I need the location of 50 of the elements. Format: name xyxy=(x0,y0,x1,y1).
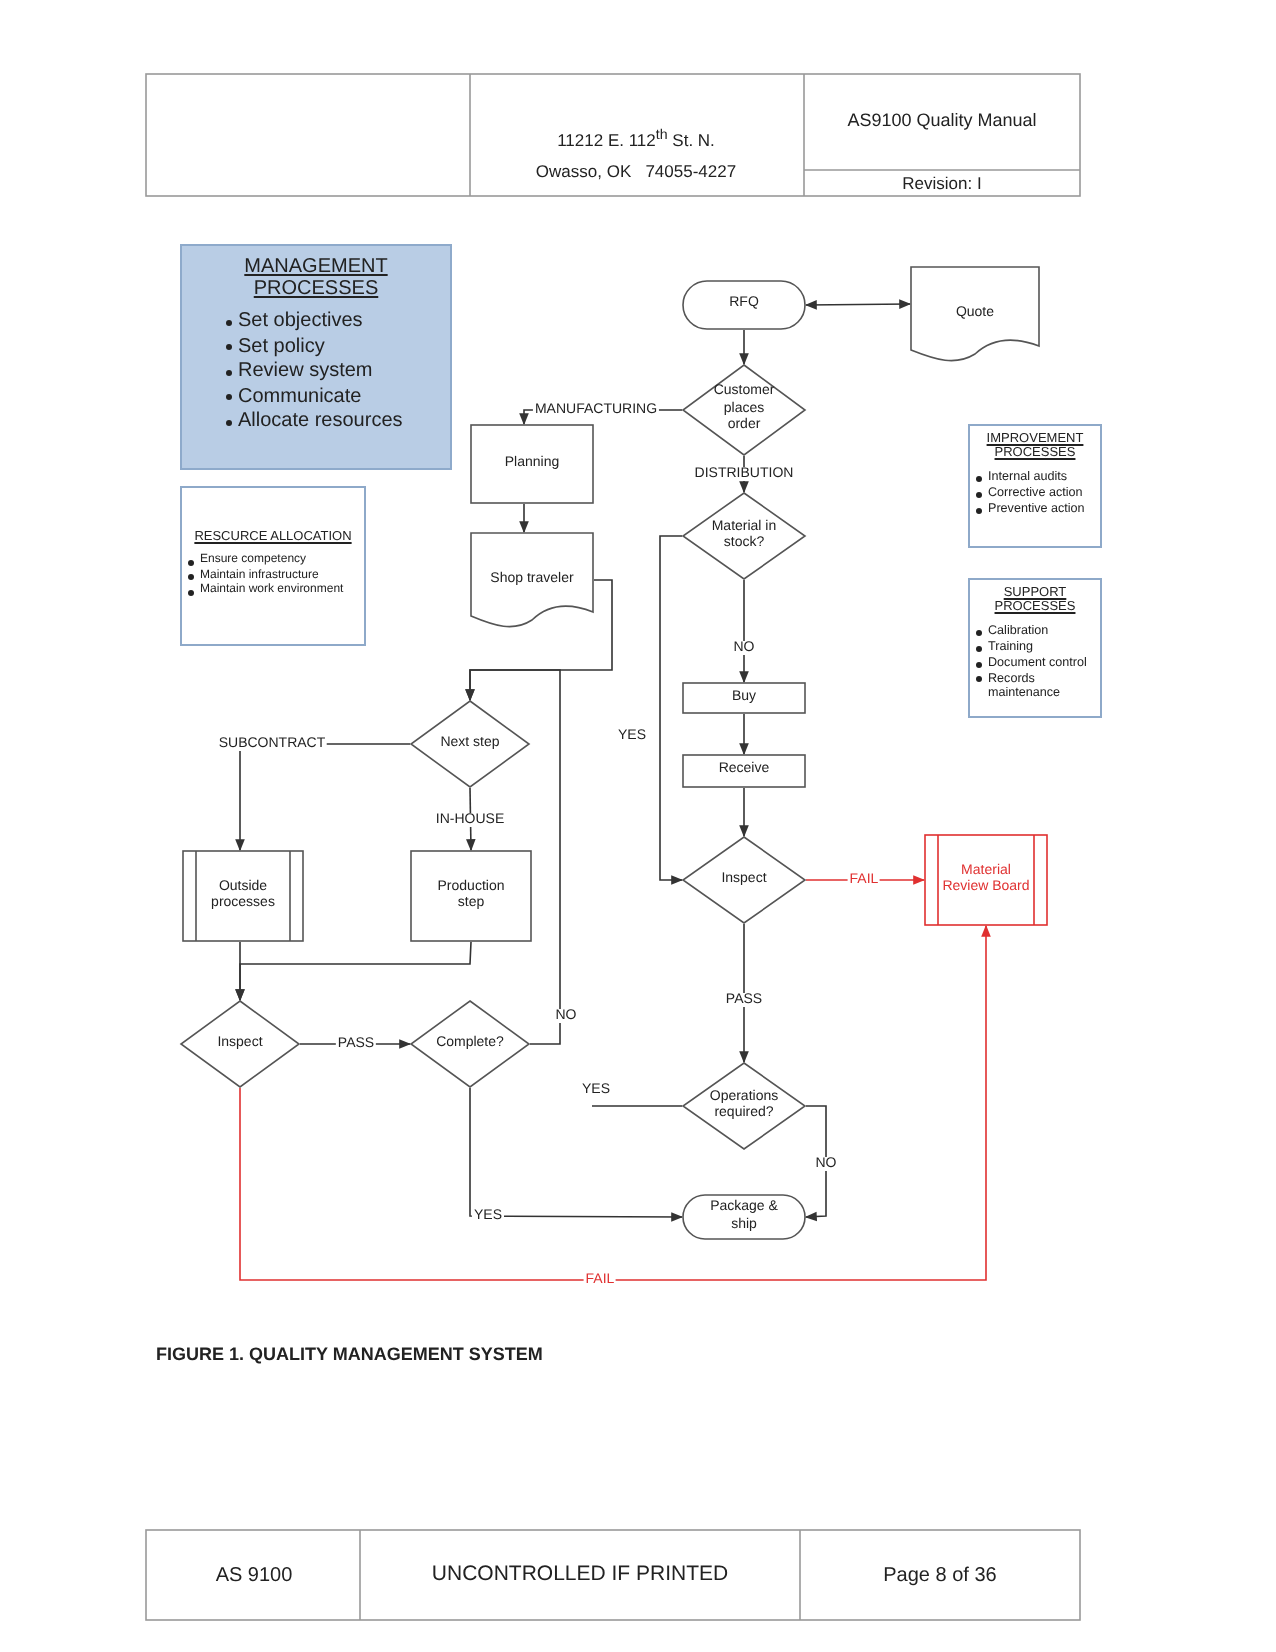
decision-diamond xyxy=(682,836,806,924)
figure-caption: FIGURE 1. QUALITY MANAGEMENT SYSTEM xyxy=(156,1344,543,1364)
document-shape xyxy=(910,266,1040,362)
footer-text: UNCONTROLLED IF PRINTED xyxy=(431,1564,729,1588)
process-panel xyxy=(968,424,1102,548)
process-box xyxy=(470,424,594,504)
panel-heading: MANAGEMENT PROCESSES xyxy=(242,256,390,300)
header-text: AS9100 Quality Manual xyxy=(847,112,1037,132)
process-panel xyxy=(180,244,452,470)
terminal-shape xyxy=(682,280,806,330)
decision-diamond xyxy=(180,1000,300,1088)
arrow xyxy=(469,1087,684,1222)
decision-diamond xyxy=(682,492,806,580)
predefined-process-box xyxy=(924,834,1048,926)
bullet-item: Set policy xyxy=(224,335,325,360)
decision-diamond xyxy=(682,364,806,456)
document-shape xyxy=(470,532,594,628)
decision-diamond xyxy=(682,1062,806,1150)
arrow xyxy=(739,787,749,838)
bullet-item: Allocate resources xyxy=(224,410,403,435)
bullet-item: Communicate xyxy=(224,385,362,410)
decision-diamond xyxy=(410,700,530,788)
process-panel xyxy=(180,486,366,646)
decision-diamond xyxy=(410,1000,530,1088)
process-box xyxy=(682,682,806,714)
arrow xyxy=(465,669,561,1045)
predefined-process-box xyxy=(182,850,304,942)
arrow xyxy=(659,535,684,885)
arrow xyxy=(804,1105,827,1222)
bullet-item: Review system xyxy=(224,360,373,385)
terminal-shape xyxy=(682,1194,806,1240)
header-text: Owasso, OK 74055-4227 xyxy=(535,162,737,182)
header-text: 11212 E. 112$^{th}$ St. N. xyxy=(557,128,715,152)
footer-text: AS 9100 xyxy=(215,1565,293,1587)
process-box xyxy=(682,754,806,788)
arrow xyxy=(739,713,749,756)
connector-line xyxy=(591,1105,683,1107)
arrow xyxy=(239,924,991,1281)
arrow xyxy=(235,941,472,1002)
process-box xyxy=(410,850,532,942)
process-panel xyxy=(968,578,1102,718)
arrow xyxy=(739,329,749,366)
arrow xyxy=(739,923,749,1064)
arrow xyxy=(739,579,749,684)
bullet-item: Set objectives xyxy=(224,310,363,335)
arrow xyxy=(805,875,926,885)
footer-text: Page 8 of 36 xyxy=(883,1565,997,1587)
arrow xyxy=(519,503,529,534)
header-text: Revision: I xyxy=(902,174,982,194)
double-arrow xyxy=(804,299,912,310)
